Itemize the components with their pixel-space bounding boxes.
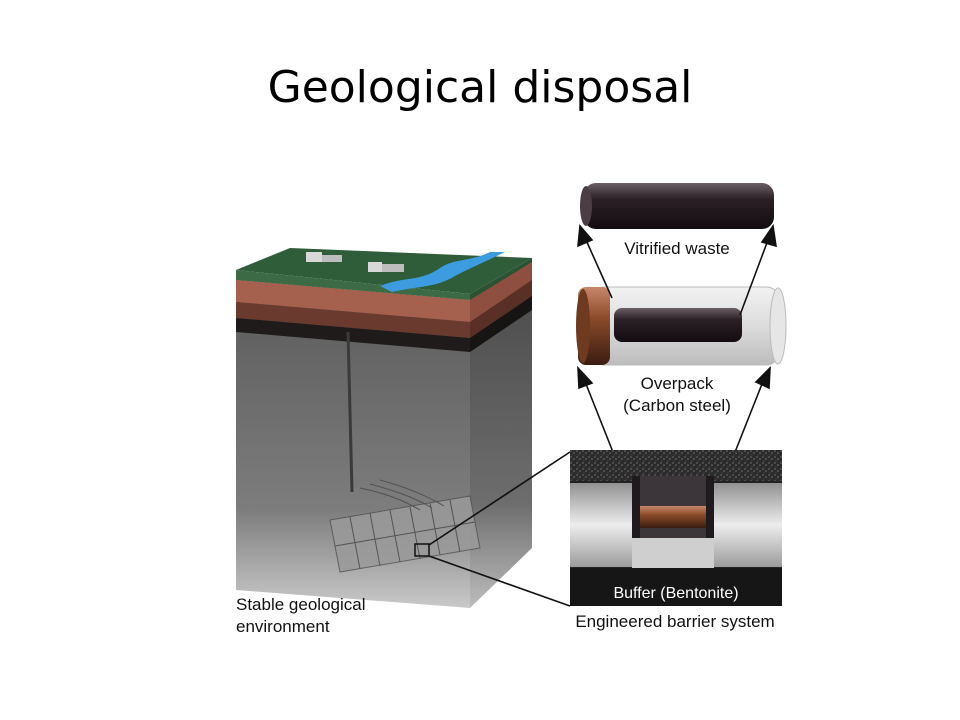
label-engineered-barrier-system: Engineered barrier system xyxy=(575,612,774,631)
slide-title: Geological disposal xyxy=(267,62,693,113)
label-buffer: Buffer (Bentonite) xyxy=(613,585,738,602)
access-shaft xyxy=(346,331,354,493)
label-stable-line1: Stable geological xyxy=(236,595,365,614)
soil-layer xyxy=(236,302,470,338)
dark-layer xyxy=(236,318,470,352)
geological-block xyxy=(236,248,532,608)
river xyxy=(380,252,505,292)
label-stable-line2: environment xyxy=(236,617,330,636)
vitrified-waste-canister xyxy=(580,183,774,229)
clay-layer xyxy=(236,280,470,322)
repository-layout xyxy=(329,479,481,573)
label-overpack-line1: Overpack xyxy=(641,374,714,393)
overpack-in-buffer xyxy=(640,506,706,528)
overpack-inner-canister xyxy=(614,308,742,342)
block-side-face xyxy=(470,258,532,608)
detail-marker xyxy=(414,543,430,557)
building-1 xyxy=(306,252,322,262)
overpack xyxy=(576,286,787,366)
zoom-connectors xyxy=(428,451,571,607)
building-2 xyxy=(368,262,382,272)
engineered-barrier-detail xyxy=(570,450,782,606)
label-vitrified-waste: Vitrified waste xyxy=(624,239,730,258)
label-overpack-line2: (Carbon steel) xyxy=(623,396,731,415)
